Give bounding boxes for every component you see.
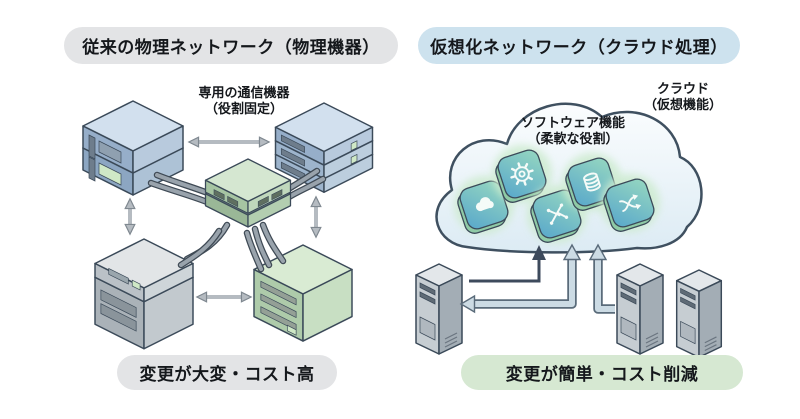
software-function-label: ソフトウェア機能 （柔軟な役割） xyxy=(503,116,643,149)
bidirectional-arrows xyxy=(130,142,316,297)
tower-server-3 xyxy=(675,269,723,359)
switch-function-tile xyxy=(527,184,587,244)
network-cables xyxy=(147,167,327,273)
left-panel-title: 従来の物理ネットワーク（物理機器） xyxy=(64,27,398,64)
software-function-tiles xyxy=(454,144,660,244)
dedicated-device-label-line1: 専用の通信機器 xyxy=(198,86,290,101)
right-panel-title: 仮想化ネットワーク（クラウド処理） xyxy=(418,27,740,64)
dedicated-device-label: 専用の通信機器 （役割固定） xyxy=(174,86,314,119)
server-chassis xyxy=(94,238,194,350)
physical-network-diagram xyxy=(82,100,374,350)
rack-stack-3u xyxy=(274,102,374,193)
migration-arrows xyxy=(459,243,615,314)
cloud-icon xyxy=(475,197,494,212)
shuffle-function-tile xyxy=(600,173,660,233)
tower-server-2 xyxy=(616,263,664,355)
database-icon xyxy=(583,172,601,192)
elbow-arrow-up-dark xyxy=(469,245,546,283)
left-panel-caption: 変更が大変・コスト高 xyxy=(117,355,337,390)
elbow-arrow-up-light xyxy=(588,243,615,314)
gear-function-tile xyxy=(492,144,552,204)
software-function-label-line2: （柔軟な役割） xyxy=(527,132,619,148)
shuffle-icon xyxy=(619,194,642,212)
software-function-label-line1: ソフトウェア機能 xyxy=(520,116,625,131)
dedicated-device-label-line2: （役割固定） xyxy=(204,102,283,118)
virtual-network-diagram xyxy=(415,102,723,359)
right-panel-caption: 変更が簡単・コスト削減 xyxy=(461,355,743,390)
rack-stack-2u xyxy=(82,100,184,196)
gear-icon xyxy=(510,162,534,186)
cloud-label-line1: クラウド xyxy=(656,82,709,97)
cloud-label: クラウド （仮想機能） xyxy=(613,82,753,115)
switch-icon xyxy=(546,203,569,225)
core-switch xyxy=(204,158,292,228)
elbow-arrow-up-left-light xyxy=(459,243,582,314)
tower-server-1 xyxy=(415,263,463,355)
cloud-label-line2: （仮想機能） xyxy=(643,98,722,114)
server-cube xyxy=(253,244,353,342)
